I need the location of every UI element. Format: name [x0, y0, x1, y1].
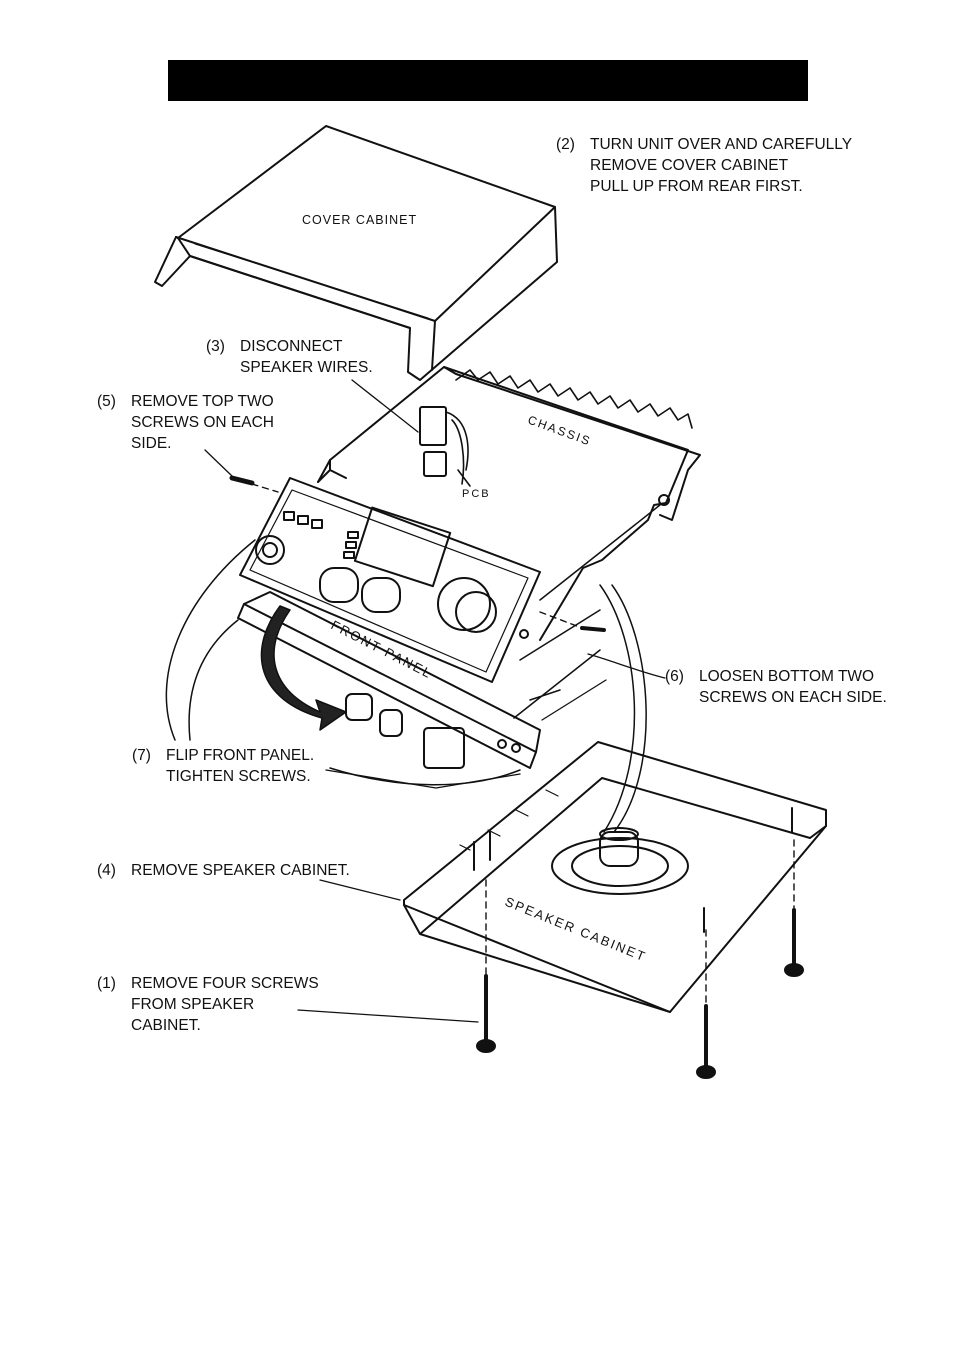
- step-text: SIDE.: [131, 435, 172, 452]
- step-2-note: (2) TURN UNIT OVER AND CAREFULLY REMOVE C…: [556, 134, 852, 197]
- chassis-drawing: [317, 366, 701, 719]
- step-text: SPEAKER WIRES.: [240, 359, 373, 376]
- step-3-note: (3) DISCONNECT SPEAKER WIRES.: [206, 336, 373, 378]
- step-text: FLIP FRONT PANEL.: [166, 747, 315, 764]
- pcb-drawing: [419, 406, 471, 487]
- step-number: (7): [132, 747, 151, 764]
- label-pcb: PCB: [462, 488, 491, 500]
- step-number: (6): [665, 668, 684, 685]
- step-4-note: (4) REMOVE SPEAKER CABINET.: [97, 860, 350, 881]
- step-text: TURN UNIT OVER AND CAREFULLY: [590, 136, 853, 153]
- step-number: (3): [206, 338, 225, 355]
- label-cover-cabinet: COVER CABINET: [302, 213, 417, 227]
- step-text: FROM SPEAKER: [131, 996, 255, 1013]
- step-number: (2): [556, 136, 575, 153]
- front-panel-drawing: [239, 477, 541, 683]
- step-text: SCREWS ON EACH SIDE.: [699, 689, 887, 706]
- step-text: LOOSEN BOTTOM TWO: [699, 668, 875, 685]
- step-5-note: (5) REMOVE TOP TWO SCREWS ON EACH SIDE.: [97, 391, 274, 454]
- step-number: (1): [97, 975, 116, 992]
- step-number: (4): [97, 862, 116, 879]
- step-text: REMOVE SPEAKER CABINET.: [131, 862, 350, 879]
- screws: [229, 475, 804, 1079]
- title-bar: [168, 60, 808, 101]
- step-text: SCREWS ON EACH: [131, 414, 274, 431]
- step-text: REMOVE COVER CABINET: [590, 157, 789, 174]
- step-7-note: (7) FLIP FRONT PANEL. TIGHTEN SCREWS.: [132, 745, 314, 787]
- step-6-note: (6) LOOSEN BOTTOM TWO SCREWS ON EACH SIDE…: [665, 666, 887, 708]
- leader-lines: [204, 379, 666, 1023]
- step-text: REMOVE TOP TWO: [131, 393, 274, 410]
- step-text: CABINET.: [131, 1017, 201, 1034]
- speaker-cabinet-drawing: [403, 741, 827, 1013]
- label-chassis: CHASSIS: [526, 413, 593, 449]
- flip-arrow: [260, 605, 347, 731]
- front-panel-flipped-drawing: [237, 591, 541, 769]
- step-number: (5): [97, 393, 116, 410]
- step-text: REMOVE FOUR SCREWS: [131, 975, 319, 992]
- step-1-note: (1) REMOVE FOUR SCREWS FROM SPEAKER CABIN…: [97, 973, 319, 1036]
- step-text: TIGHTEN SCREWS.: [166, 768, 311, 785]
- step-text: PULL UP FROM REAR FIRST.: [590, 178, 803, 195]
- screw-guides: [251, 483, 795, 1006]
- cover-cabinet-drawing: [154, 125, 558, 381]
- step-text: DISCONNECT: [240, 338, 343, 355]
